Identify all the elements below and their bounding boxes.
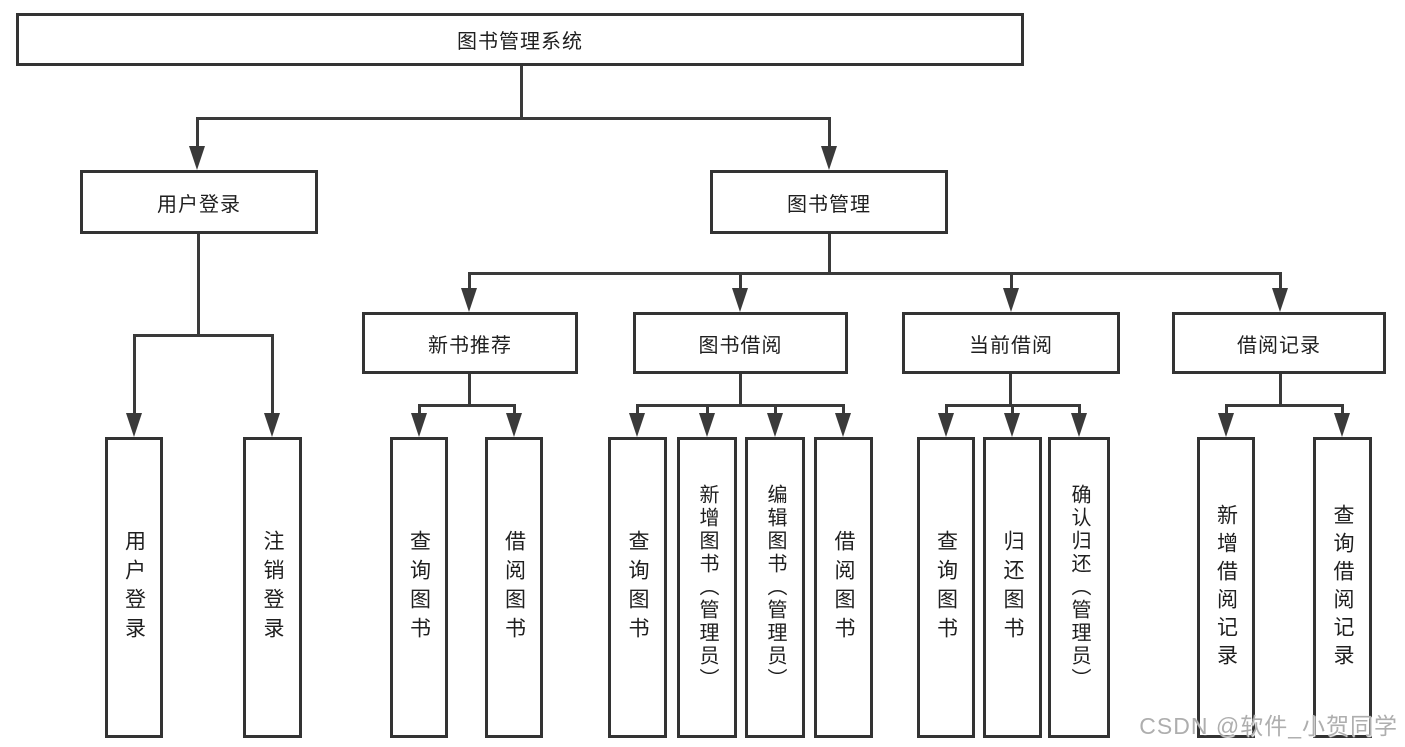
edge-user-login-stem — [197, 233, 200, 337]
leaf-user-login: 用户登录 — [105, 437, 163, 738]
arrowhead-new-book-recommend — [461, 288, 477, 312]
leaf-return-book-label: 归还图书 — [1001, 529, 1024, 646]
leaf-query-book-recommend-label: 查询图书 — [407, 529, 431, 646]
leaf-logout-label: 注销登录 — [261, 529, 284, 646]
leaf-query-book-current: 查询图书 — [917, 437, 975, 738]
edge-current-drop-1 — [945, 404, 948, 418]
leaf-add-borrow-record: 新增借阅记录 — [1197, 437, 1255, 738]
arrowhead-book-management — [821, 146, 837, 170]
edge-user-login-hline — [133, 334, 274, 337]
arrowhead-borrow-book — [835, 413, 851, 437]
leaf-user-login-label: 用户登录 — [122, 529, 146, 646]
arrowhead-current-borrow — [1003, 288, 1019, 312]
edge-borrow-drop-3 — [774, 404, 777, 418]
edge-root-drop-right — [828, 117, 831, 153]
edge-book-mgmt-stem — [828, 233, 831, 275]
leaf-confirm-return-admin: 确认归还（管理员） — [1048, 437, 1110, 738]
node-current-borrow-label: 当前借阅 — [969, 334, 1053, 357]
edge-borrow-hline — [636, 404, 845, 407]
leaf-query-book-current-label: 查询图书 — [934, 529, 958, 646]
edge-book-mgmt-drop-4 — [1279, 272, 1282, 294]
node-new-book-recommend-label: 新书推荐 — [428, 334, 512, 357]
node-root-label: 图书管理系统 — [457, 31, 583, 53]
leaf-borrow-book-recommend-label: 借阅图书 — [502, 529, 526, 646]
edge-book-mgmt-hline — [468, 272, 1282, 275]
arrowhead-user-login — [189, 146, 205, 170]
node-current-borrow: 当前借阅 — [902, 312, 1120, 374]
arrowhead-leaf-logout — [264, 413, 280, 437]
edge-user-login-drop-2 — [271, 334, 274, 418]
edge-root-drop-left — [196, 117, 199, 153]
edge-book-mgmt-drop-3 — [1010, 272, 1013, 294]
arrowhead-confirm-return-admin — [1071, 413, 1087, 437]
arrowhead-book-borrow — [732, 288, 748, 312]
arrowhead-query-book-borrow — [629, 413, 645, 437]
leaf-query-borrow-record-label: 查询借阅记录 — [1331, 503, 1354, 672]
leaf-logout: 注销登录 — [243, 437, 302, 738]
leaf-query-borrow-record: 查询借阅记录 — [1313, 437, 1372, 738]
node-book-management: 图书管理 — [710, 170, 948, 234]
arrowhead-add-borrow-record — [1218, 413, 1234, 437]
edge-root-stem — [520, 64, 523, 120]
arrowhead-query-borrow-record — [1334, 413, 1350, 437]
edge-book-mgmt-drop-2 — [739, 272, 742, 294]
edge-recommend-stem — [468, 373, 471, 407]
leaf-borrow-book-label: 借阅图书 — [832, 529, 855, 646]
arrowhead-query-book-recommend — [411, 413, 427, 437]
node-book-borrow: 图书借阅 — [633, 312, 848, 374]
arrowhead-borrow-book-recommend — [506, 413, 522, 437]
leaf-edit-book-admin-label: 编辑图书（管理员） — [764, 484, 786, 691]
node-root-system: 图书管理系统 — [16, 13, 1024, 66]
edge-records-drop-1 — [1225, 404, 1228, 418]
edge-borrow-stem — [739, 373, 742, 407]
node-book-management-label: 图书管理 — [787, 193, 871, 216]
leaf-borrow-book: 借阅图书 — [814, 437, 873, 738]
leaf-query-book-recommend: 查询图书 — [390, 437, 448, 738]
edge-user-login-drop-1 — [133, 334, 136, 418]
edge-recommend-drop-2 — [513, 404, 516, 418]
leaf-borrow-book-recommend: 借阅图书 — [485, 437, 543, 738]
node-user-login: 用户登录 — [80, 170, 318, 234]
edge-records-drop-2 — [1341, 404, 1344, 418]
leaf-return-book: 归还图书 — [983, 437, 1042, 738]
edge-borrow-drop-1 — [636, 404, 639, 418]
csdn-watermark: CSDN @软件_小贺同学 — [1139, 713, 1398, 739]
arrowhead-return-book — [1004, 413, 1020, 437]
arrowhead-query-book-current — [938, 413, 954, 437]
edge-current-stem — [1009, 373, 1012, 407]
leaf-add-book-admin: 新增图书（管理员） — [677, 437, 737, 738]
edge-borrow-drop-2 — [706, 404, 709, 418]
edge-current-drop-3 — [1078, 404, 1081, 418]
leaf-edit-book-admin: 编辑图书（管理员） — [745, 437, 805, 738]
leaf-confirm-return-admin-label: 确认归还（管理员） — [1068, 484, 1090, 691]
leaf-query-book-borrow-label: 查询图书 — [626, 529, 649, 646]
arrowhead-leaf-user-login — [126, 413, 142, 437]
edge-book-mgmt-drop-1 — [468, 272, 471, 294]
node-borrow-records: 借阅记录 — [1172, 312, 1386, 374]
edge-recommend-hline — [418, 404, 516, 407]
leaf-add-book-admin-label: 新增图书（管理员） — [696, 484, 718, 691]
node-borrow-records-label: 借阅记录 — [1237, 334, 1321, 357]
node-new-book-recommend: 新书推荐 — [362, 312, 578, 374]
leaf-query-book-borrow: 查询图书 — [608, 437, 667, 738]
arrowhead-add-book-admin — [699, 413, 715, 437]
edge-current-drop-2 — [1011, 404, 1014, 418]
edge-records-hline — [1225, 404, 1344, 407]
arrowhead-edit-book-admin — [767, 413, 783, 437]
node-book-borrow-label: 图书借阅 — [698, 334, 783, 357]
edge-records-stem — [1279, 373, 1282, 407]
leaf-add-borrow-record-label: 新增借阅记录 — [1214, 503, 1238, 672]
arrowhead-borrow-records — [1272, 288, 1288, 312]
edge-borrow-drop-4 — [842, 404, 845, 418]
edge-recommend-drop-1 — [418, 404, 421, 418]
node-user-login-label: 用户登录 — [157, 193, 241, 216]
edge-root-hline — [196, 117, 831, 120]
